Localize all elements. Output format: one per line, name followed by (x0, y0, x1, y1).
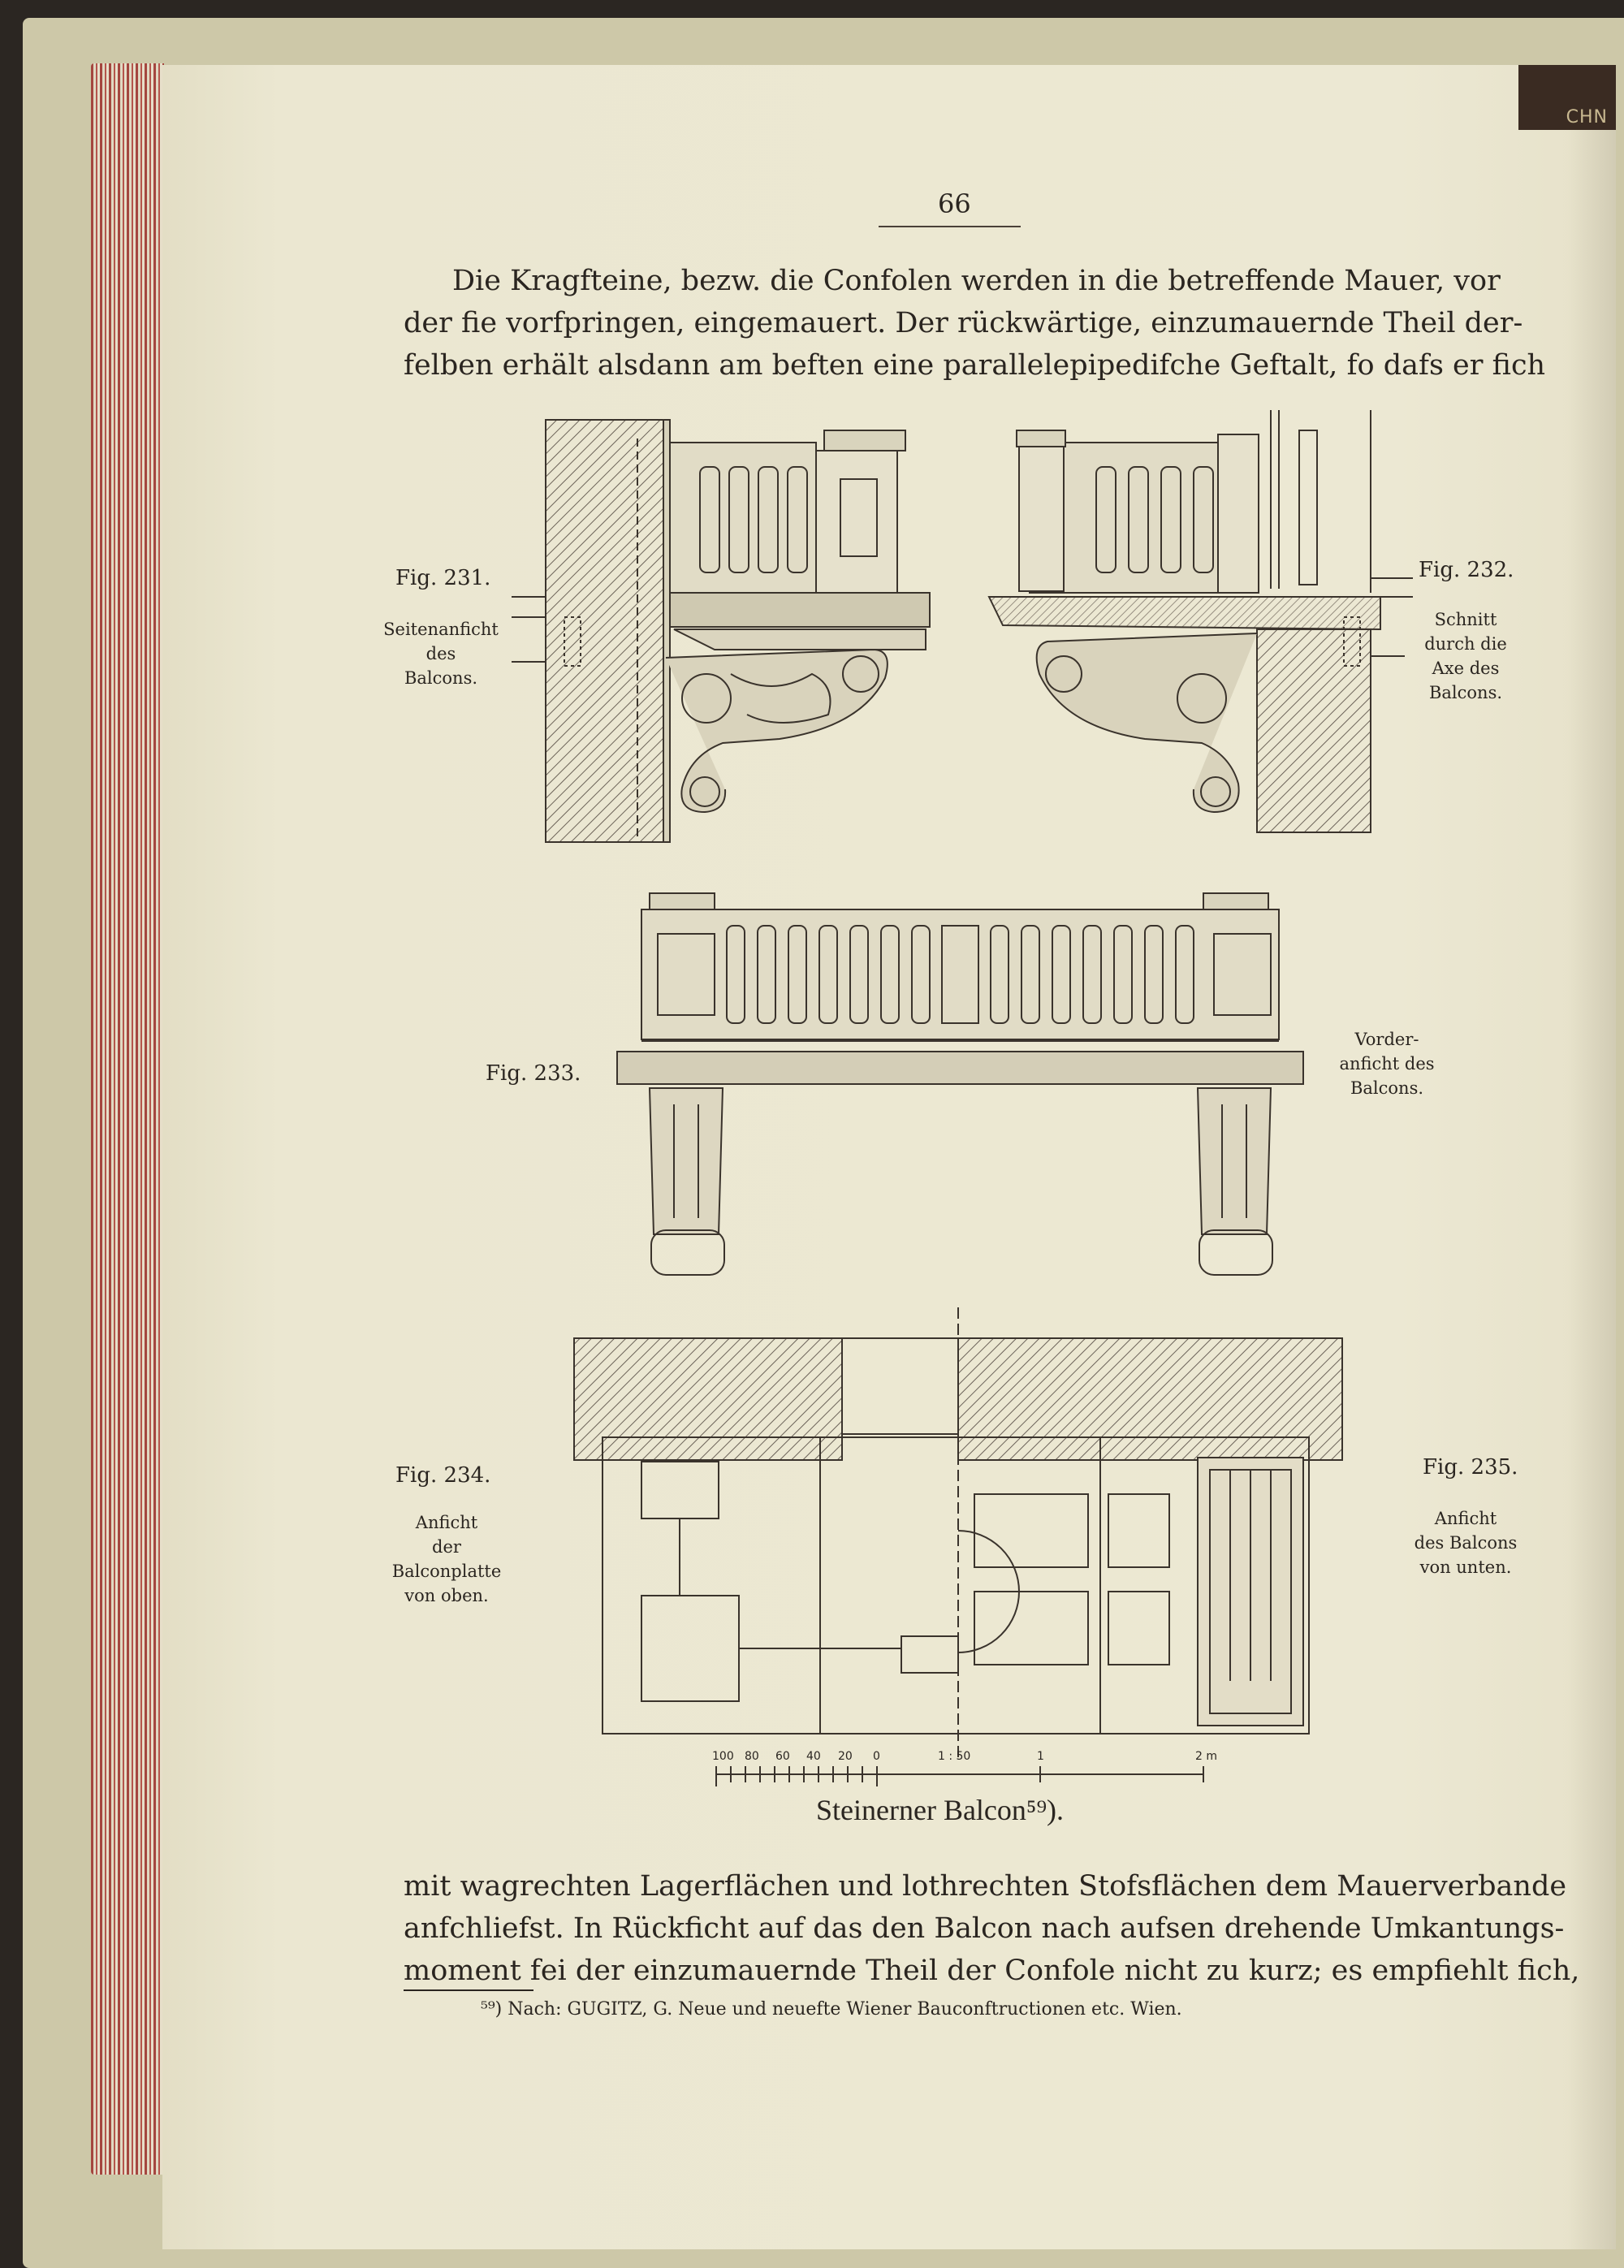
text-line: anfchliefst. In Rückficht auf das den Ba… (404, 1912, 1565, 1945)
fig-231-caption: Seitenanficht des Balcons. (380, 617, 502, 690)
slab-section (987, 596, 1381, 631)
caption-line: Balconplatte (391, 1562, 502, 1581)
scale-tick: 20 (838, 1750, 853, 1763)
scale-tick: 60 (775, 1750, 790, 1763)
fig-235-label: Fig. 235. (1423, 1455, 1518, 1480)
paragraph-top: Die Kragfteine, bezw. die Confolen werde… (404, 260, 1546, 387)
caption-line: Anficht (1434, 1509, 1497, 1528)
console-scroll (665, 648, 888, 814)
console-scroll (1035, 633, 1258, 814)
caption-line: der (432, 1537, 461, 1557)
scale-tick: 2 m (1195, 1750, 1217, 1763)
text-line: moment fei der einzumauernde Theil der C… (404, 1955, 1580, 1987)
fig-234-235-plan-views (573, 1307, 1343, 1762)
caption-line: von oben. (404, 1586, 489, 1605)
paragraph-bottom: mit wagrechten Lagerflächen und lothrech… (404, 1865, 1580, 1992)
plan-outline (602, 1436, 1310, 1734)
caption-line: des (425, 644, 456, 663)
pier (815, 450, 898, 594)
caption-line: Balcons. (1350, 1078, 1424, 1098)
page-number-rule (879, 226, 1021, 227)
scale-tick: 1 (1037, 1750, 1044, 1763)
fig-233-label: Fig. 233. (486, 1061, 581, 1086)
page-number: 66 (938, 188, 971, 219)
slab-front (616, 1051, 1304, 1085)
caption-line: Vorder- (1354, 1030, 1419, 1049)
scale-bar (715, 1766, 1204, 1786)
wall-section (1256, 629, 1371, 833)
fig-234-label: Fig. 234. (395, 1463, 491, 1488)
scale-ratio: 1 : 50 (938, 1750, 971, 1763)
fig-232-section-view (987, 410, 1413, 833)
caption-line: durch die (1424, 634, 1507, 654)
scale-tick: 100 (712, 1750, 734, 1763)
caption-line: des Balcons (1414, 1533, 1518, 1553)
caption-line: Schnitt (1434, 610, 1497, 629)
text-line: der fie vorfpringen, eingemauert. Der rü… (404, 307, 1523, 339)
caption-line: von unten. (1419, 1557, 1512, 1577)
text-line: mit wagrechten Lagerflächen und lothrech… (404, 1870, 1567, 1903)
wall-section (545, 419, 664, 843)
panel (974, 1493, 1089, 1568)
scale-tick: 40 (806, 1750, 821, 1763)
scale-tick: 80 (745, 1750, 759, 1763)
corner-label: CHN (1566, 107, 1608, 127)
fig-232-caption: Schnitt durch die Axe des Balcons. (1413, 607, 1518, 705)
next-book-corner: CHN (1518, 65, 1616, 130)
fig-234-caption: Anficht der Balconplatte von oben. (382, 1510, 512, 1608)
footnote-rule (404, 1989, 533, 1991)
text-line: Die Kragfteine, bezw. die Confolen werde… (452, 265, 1501, 297)
fig-231-side-view (512, 419, 931, 843)
fig-231-label: Fig. 231. (395, 566, 491, 590)
caption-line: Axe des (1432, 659, 1500, 678)
fig-233-front-view (616, 892, 1304, 1276)
caption-line: Seitenanficht (383, 620, 499, 639)
fig-233-caption: Vorder- anficht des Balcons. (1322, 1027, 1452, 1100)
book-page: CHN (162, 65, 1616, 2249)
footnote: ⁵⁹) Nach: GUGITZ, G. Neue und neuefte Wi… (481, 1999, 1182, 2020)
right-console (1196, 1087, 1272, 1235)
text-line: felben erhält alsdann am beften eine par… (404, 349, 1546, 382)
page-edges (91, 63, 164, 2175)
slab (669, 592, 931, 628)
balusters (1095, 466, 1214, 573)
balusters (699, 466, 808, 573)
balustrade-front (641, 909, 1280, 1040)
caption-line: Balcons. (1428, 683, 1503, 702)
main-caption: Steinerner Balcon⁵⁹). (816, 1794, 1064, 1826)
fig-235-caption: Anficht des Balcons von unten. (1409, 1506, 1522, 1579)
caption-line: Anficht (415, 1513, 478, 1532)
scale-tick: 0 (873, 1750, 880, 1763)
caption-line: anficht des (1339, 1054, 1435, 1074)
balustrade-side (669, 442, 817, 594)
balusters-front (726, 925, 1194, 1024)
left-console (648, 1087, 724, 1235)
panel (974, 1591, 1089, 1665)
caption-line: Balcons. (404, 668, 478, 688)
page-gutter-shadow (1567, 65, 1616, 2249)
fig-232-label: Fig. 232. (1419, 558, 1514, 582)
